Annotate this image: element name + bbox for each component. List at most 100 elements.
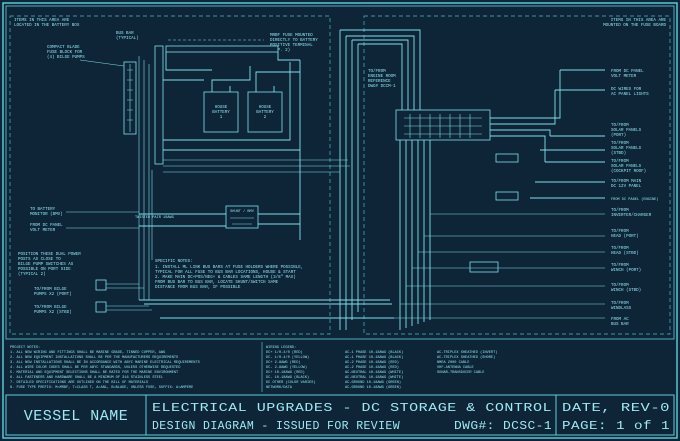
specific-notes: SPECIFIC NOTES: 1. INSTALL ML LINK BUS B…	[155, 260, 303, 290]
svg-text:5. MATERIAL AND EQUIPMENT SELE: 5. MATERIAL AND EQUIPMENT SELECTIONS SHA…	[10, 371, 179, 375]
svg-text:PUMPS X2 (PORT): PUMPS X2 (PORT)	[34, 292, 72, 297]
svg-text:POSSIBLE ON PORT SIDE: POSSIBLE ON PORT SIDE	[18, 268, 71, 272]
right-label-winch-port: TO/FROM WINCH (PORT)	[611, 263, 641, 273]
svg-text:FROM BUS BAR TO BUS BAR, LOCAT: FROM BUS BAR TO BUS BAR, LOCATE SHUNT/SW…	[155, 280, 279, 285]
house-battery-2	[247, 91, 283, 133]
svg-text:TO/FROM: TO/FROM	[611, 283, 629, 288]
right-label-main-dc-panel: TO/FROM MAIN DC 12V PANEL	[611, 179, 642, 189]
svg-text:ENGINE ROOM: ENGINE ROOM	[368, 75, 396, 79]
svg-text:FROM DC PANEL: FROM DC PANEL	[611, 70, 644, 74]
bilge-post-port	[95, 279, 107, 291]
trunk-to-fuse-panel	[340, 29, 421, 110]
svg-text:AC-NEUTRAL 10-18AWG (WHITE): AC-NEUTRAL 10-18AWG (WHITE)	[345, 375, 403, 380]
svg-text:TO/FROM: TO/FROM	[611, 159, 629, 164]
svg-text:MRBF FUSE MOUNTED: MRBF FUSE MOUNTED	[270, 34, 313, 38]
bilge-port-label: TO/FROM BILGE PUMPS X2 (PORT)	[34, 287, 72, 297]
lower-cross-feeds	[139, 299, 394, 319]
svg-text:HEAD (STBD): HEAD (STBD)	[611, 251, 639, 256]
mid-right-feeds	[530, 149, 605, 199]
battery-negative-cables	[163, 62, 300, 151]
svg-text:AC-GROUND 10-18AWG (GREEN): AC-GROUND 10-18AWG (GREEN)	[345, 385, 401, 390]
right-label-solar-port: TO/FROM SOLAR PANELS (PORT)	[611, 123, 642, 138]
svg-text:TO/FROM BILGE: TO/FROM BILGE	[34, 287, 67, 292]
bilge-post-stbd	[95, 301, 107, 313]
bus-bar-left	[154, 45, 164, 165]
svg-text:FROM AC: FROM AC	[611, 318, 629, 322]
fuse-block-leader	[79, 59, 125, 67]
svg-text:SOLAR PANELS: SOLAR PANELS	[611, 147, 642, 151]
svg-text:HOUSE: HOUSE	[259, 106, 272, 110]
svg-text:POSITION THESE DUAL POWER: POSITION THESE DUAL POWER	[18, 253, 81, 257]
svg-text:DISTANCE FROM BUS BAR, IF POSS: DISTANCE FROM BUS BAR, IF POSSIBLE	[155, 286, 241, 290]
right-label-volt-meter: FROM DC PANEL VOLT METER	[611, 70, 644, 79]
fuse-board-zone	[363, 15, 671, 335]
svg-text:2. MAKE MAIN DC+POS/NEG+ & CAB: 2. MAKE MAIN DC+POS/NEG+ & CABLES SAME L…	[155, 275, 296, 280]
house-battery-2-label: HOUSE BATTERY 2	[256, 106, 274, 120]
date-revision: DATE, REV-0	[562, 401, 670, 415]
shunt-cables	[139, 213, 300, 227]
battery-box-zone	[9, 15, 331, 335]
svg-text:REFERENCE: REFERENCE	[368, 80, 391, 84]
svg-text:SOLAR PANELS: SOLAR PANELS	[611, 165, 642, 169]
right-label-ac-panel-lights: DC WIRES FOR AC PANEL LIGHTS	[611, 88, 649, 97]
svg-text:DC+ 2-8AWG (RED): DC+ 2-8AWG (RED)	[266, 360, 301, 365]
drawing-frame	[5, 5, 675, 340]
drawing-number: DWG#: DCSC-1	[454, 419, 552, 433]
mrbf-label: MRBF FUSE MOUNTED DIRECTLY TO BATTERY PO…	[270, 34, 318, 53]
vessel-name: VESSEL NAME	[24, 408, 129, 425]
svg-text:AC-1 PHASE 10-18AWG (BLACK): AC-1 PHASE 10-18AWG (BLACK)	[345, 350, 403, 355]
fuse-board-note-2: MOUNTED ON THE FUSE BOARD	[603, 24, 666, 28]
svg-text:BUS BAR: BUS BAR	[611, 323, 629, 327]
svg-text:WINCH (PORT): WINCH (PORT)	[611, 268, 641, 273]
right-label-dc-panel-engine: FROM DC PANEL (ENGINE)	[611, 197, 658, 202]
fuse-panel-fuses	[409, 114, 471, 138]
svg-text:SONAR-TRANSDUCER CABLE: SONAR-TRANSDUCER CABLE	[437, 371, 484, 375]
shunt-label: SHUNT / BMV	[230, 209, 255, 214]
battery-box-note-1: ITEMS IN THIS AREA ARE	[14, 19, 70, 23]
svg-text:(STBD): (STBD)	[611, 151, 626, 156]
svg-text:(PORT): (PORT)	[611, 133, 626, 138]
svg-text:1: 1	[220, 116, 223, 120]
svg-text:6. ALL FASTENERS AND HARDWARE: 6. ALL FASTENERS AND HARDWARE SHALL BE A…	[10, 376, 163, 380]
fuse-panel-outputs	[490, 70, 561, 162]
svg-text:WINCH (STBD): WINCH (STBD)	[611, 288, 641, 293]
svg-text:PROJECT NOTES:: PROJECT NOTES:	[10, 346, 40, 350]
svg-text:1. INSTALL ML LINK BUS BARS AT: 1. INSTALL ML LINK BUS BARS AT FUSE HOLD…	[155, 266, 303, 270]
svg-text:NETWORK/DATA: NETWORK/DATA	[266, 385, 293, 390]
title-line-1: ELECTRICAL UPGRADES - DC STORAGE & CONTR…	[152, 401, 552, 415]
svg-text:SPECIFIC NOTES:: SPECIFIC NOTES:	[155, 260, 193, 264]
title-block	[5, 394, 675, 436]
svg-text:TO/FROM MAIN: TO/FROM MAIN	[611, 179, 642, 184]
left-wire-bundle	[138, 56, 153, 300]
svg-text:WINDLASS: WINDLASS	[611, 307, 632, 311]
svg-text:DC+ 10-18AWG (RED): DC+ 10-18AWG (RED)	[266, 370, 305, 375]
svg-text:AC-1 PHASE 10-18AWG (BLACK): AC-1 PHASE 10-18AWG (BLACK)	[345, 355, 403, 360]
battery-cables	[165, 52, 300, 92]
svg-text:AC-2 PHASE 10-18AWG (RED): AC-2 PHASE 10-18AWG (RED)	[345, 360, 399, 365]
svg-text:(TYPICAL): (TYPICAL)	[116, 36, 139, 41]
shunt-bmv	[225, 205, 259, 229]
svg-text:MONITOR (BMV): MONITOR (BMV)	[30, 212, 63, 217]
dc-panel-volt-label: FROM DC PANEL VOLT METER	[30, 224, 63, 233]
right-label-head-port: TO/FROM HEAD (PORT)	[611, 229, 639, 239]
right-label-solar-stbd: TO/FROM SOLAR PANELS (STBD)	[611, 141, 642, 156]
svg-text:WIRING LEGEND:: WIRING LEGEND:	[266, 346, 296, 350]
right-label-ac-bus-bar: FROM AC BUS BAR	[611, 318, 629, 327]
right-label-windlass: TO/FROM WINDLASS	[611, 301, 632, 311]
svg-text:(TYPICAL 2): (TYPICAL 2)	[18, 272, 46, 277]
right-label-head-stbd: TO/FROM HEAD (STBD)	[611, 246, 639, 256]
page-number: PAGE: 1 of 1	[562, 419, 670, 433]
shunt-terminals	[230, 217, 254, 225]
svg-text:TO/FROM: TO/FROM	[611, 263, 629, 268]
svg-text:POSTS AS CLOSE TO: POSTS AS CLOSE TO	[18, 258, 61, 262]
central-trunk	[299, 30, 359, 330]
position-note: POSITION THESE DUAL POWER POSTS AS CLOSE…	[18, 253, 81, 277]
svg-text:PUMPS X2 (STBD): PUMPS X2 (STBD)	[34, 310, 72, 315]
title-line-2: DESIGN DIAGRAM - ISSUED FOR REVIEW	[152, 419, 400, 433]
svg-text:TO/FROM: TO/FROM	[611, 246, 629, 251]
svg-text:TO/FROM: TO/FROM	[611, 141, 629, 146]
svg-text:INVERTER/CHARGER: INVERTER/CHARGER	[611, 213, 652, 218]
svg-text:DIRECTLY TO BATTERY: DIRECTLY TO BATTERY	[270, 39, 318, 43]
wiring-legend: WIRING LEGEND: DC+ 1/0-4/0 (RED) DC- 1/0…	[266, 346, 497, 390]
